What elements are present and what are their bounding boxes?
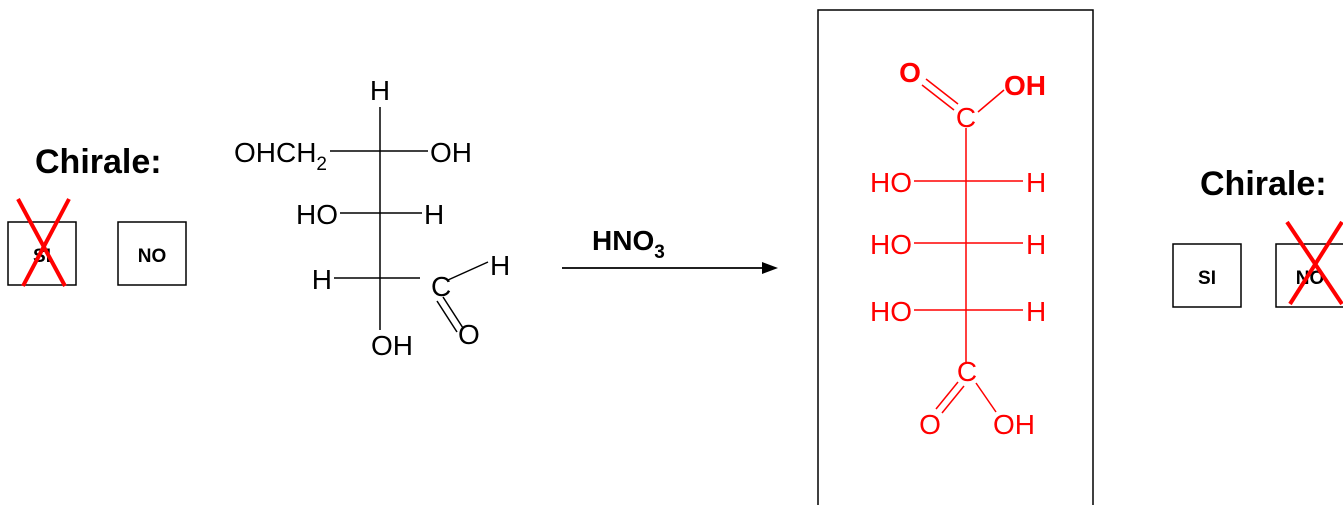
right-si-checkbox[interactable]: SI xyxy=(1172,243,1242,308)
left-si-checkbox[interactable]: SI xyxy=(7,198,77,287)
arrow-head-icon xyxy=(762,262,778,274)
reagent-label: HNO3 xyxy=(592,225,665,263)
product-top-double-b xyxy=(921,84,955,111)
product-r1-left: HO xyxy=(870,167,912,198)
product-r1-right: H xyxy=(1026,167,1046,198)
left-no-checkbox[interactable]: NO xyxy=(117,221,187,286)
reactant-double-bond-b xyxy=(436,300,458,333)
reactant-aldehyde-c: C xyxy=(431,271,451,302)
right-chirality-question: Chirale: SI NO xyxy=(1172,165,1343,308)
product-bottom-c-oh xyxy=(975,382,997,413)
right-no-cross-icon xyxy=(1285,220,1343,306)
reactant-bond-c-h xyxy=(447,261,489,281)
product-bottom-o: O xyxy=(919,409,941,440)
reactant-aldehyde-h: H xyxy=(490,250,510,281)
left-no-label: NO xyxy=(138,246,167,267)
product-r3-right: H xyxy=(1026,296,1046,327)
product-bottom-oh: OH xyxy=(993,409,1035,440)
product-fischer-projection: O OH C HO H HO H HO H C O OH xyxy=(870,57,1046,440)
product-top-o: O xyxy=(899,57,921,88)
reactant-double-bond-a xyxy=(442,296,464,329)
reactant-aldehyde-o: O xyxy=(458,319,480,350)
product-r3-left: HO xyxy=(870,296,912,327)
right-chirale-label: Chirale: xyxy=(1200,165,1327,203)
product-bottom-double-b xyxy=(941,385,965,414)
product-bottom-c: C xyxy=(957,356,977,387)
left-chirale-label: Chirale: xyxy=(35,143,162,181)
product-r2-left: HO xyxy=(870,229,912,260)
product-top-double-a xyxy=(925,78,959,105)
reactant-c2-left: HO xyxy=(296,199,338,230)
left-chirality-question: Chirale: SI NO xyxy=(7,143,187,287)
reactant-c3-bottom: OH xyxy=(371,330,413,361)
reaction-arrow: HNO3 xyxy=(562,225,778,274)
product-top-c: C xyxy=(956,102,976,133)
product-top-oh: OH xyxy=(1004,70,1046,101)
right-no-checkbox[interactable]: NO xyxy=(1275,220,1343,308)
reactant-c1-left: OHCH2 xyxy=(234,137,327,175)
product-top-c-oh xyxy=(977,89,1005,113)
reactant-c2-right: H xyxy=(424,199,444,230)
product-r2-right: H xyxy=(1026,229,1046,260)
reactant-c1-right: OH xyxy=(430,137,472,168)
reactant-top-h: H xyxy=(370,75,390,106)
reactant-fischer-projection: H OHCH2 OH HO H H C H O OH xyxy=(234,75,510,361)
product-box xyxy=(817,9,1094,505)
right-si-label: SI xyxy=(1198,268,1216,289)
reactant-c3-left: H xyxy=(312,264,332,295)
left-si-cross-icon xyxy=(16,198,71,287)
product-bottom-double-a xyxy=(935,381,959,410)
